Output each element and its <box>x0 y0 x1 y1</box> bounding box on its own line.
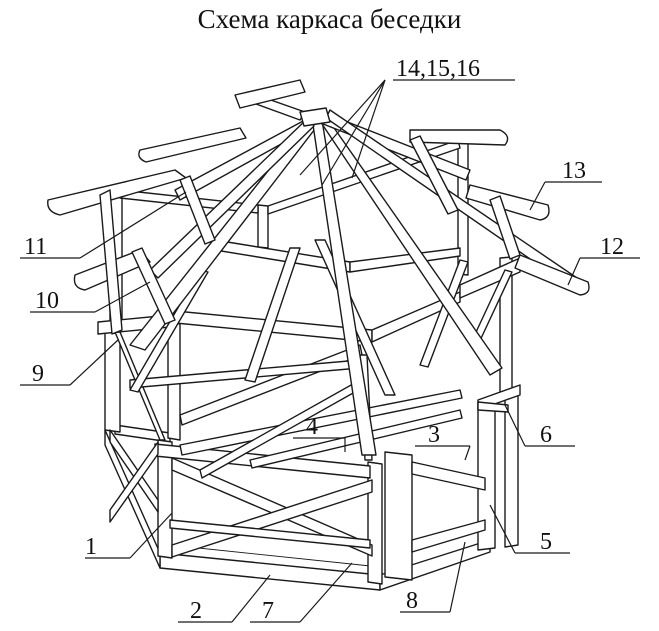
diagram-title: Схема каркаса беседки <box>197 4 462 34</box>
right-panel-braces <box>411 384 521 553</box>
label-2: 2 <box>190 598 202 624</box>
label-11: 11 <box>24 234 47 260</box>
label-5: 5 <box>540 529 552 555</box>
label-6: 6 <box>540 422 552 448</box>
label-12: 12 <box>600 234 624 260</box>
front-panel-braces <box>154 443 373 558</box>
upper-braces <box>129 239 513 396</box>
leader-lines <box>20 79 640 623</box>
ridge-node <box>299 107 331 127</box>
label-14-15-16: 14,15,16 <box>396 56 480 82</box>
label-7: 7 <box>262 598 274 624</box>
label-13: 13 <box>562 158 586 184</box>
part-labels: 1 2 3 4 5 6 7 8 9 10 11 12 13 14,15,16 <box>24 56 624 624</box>
roof-boards <box>47 79 590 335</box>
label-10: 10 <box>35 288 59 314</box>
label-8: 8 <box>406 588 418 614</box>
label-1: 1 <box>85 534 97 560</box>
label-9: 9 <box>32 361 44 387</box>
label-4: 4 <box>306 414 318 440</box>
label-3: 3 <box>428 422 440 448</box>
